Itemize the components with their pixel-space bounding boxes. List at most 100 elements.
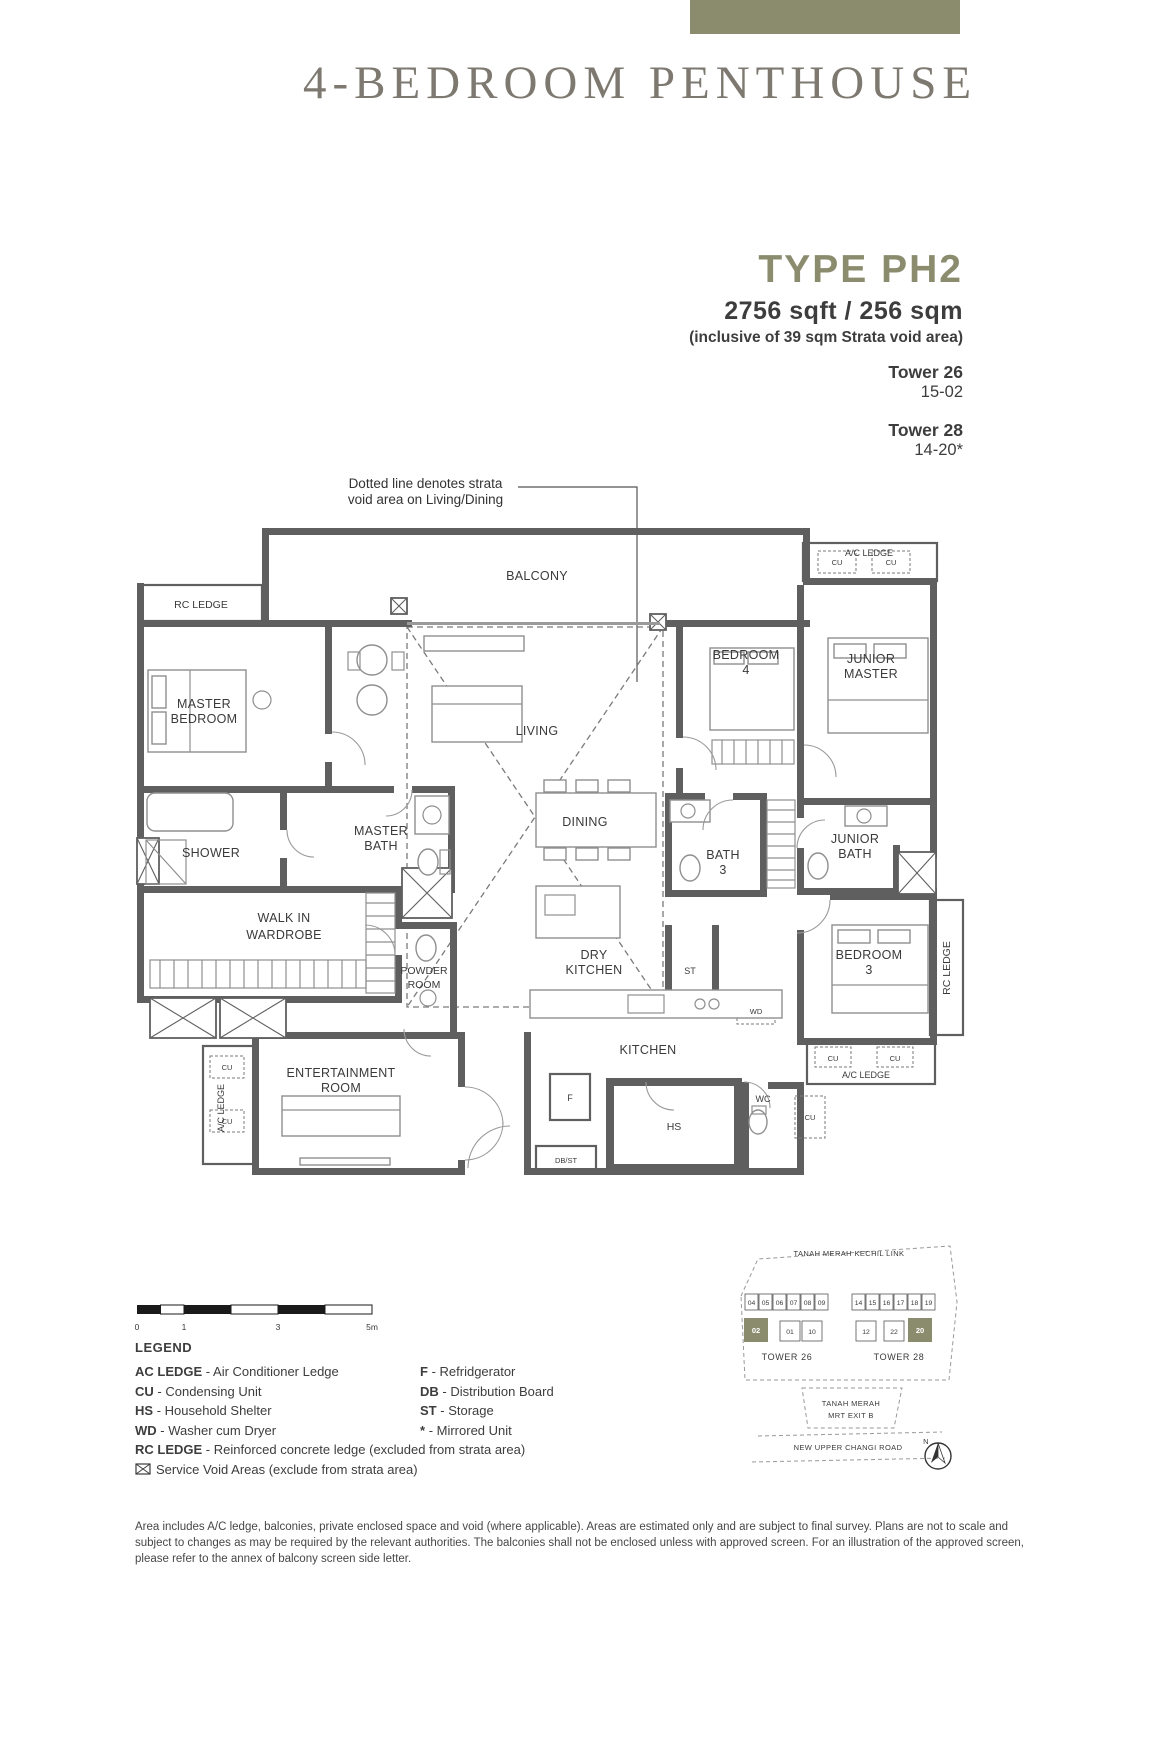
label-cu-1: CU (832, 558, 843, 567)
tower28-units: 14 15 16 17 18 19 12 22 20 TOWER 28 (851, 1293, 936, 1362)
label-junior-master-1: JUNIOR (847, 652, 895, 666)
label-shower: SHOWER (182, 846, 240, 860)
label-bath3-1: BATH (706, 848, 740, 862)
unit-05: 05 (762, 1300, 770, 1307)
unit-01: 01 (786, 1329, 794, 1336)
label-bedroom3-1: BEDROOM (836, 948, 903, 962)
equipment-dashed-boxes (209, 550, 914, 1139)
legend-abbr: AC LEDGE (135, 1364, 203, 1379)
label-kitchen: KITCHEN (620, 1043, 677, 1057)
legend-abbr: DB (420, 1383, 439, 1399)
legend-item-db: DB - Distribution Board (420, 1384, 720, 1404)
label-dry-kitchen-1: DRY (580, 948, 607, 962)
unit-22: 22 (890, 1329, 898, 1336)
label-bedroom3-2: 3 (865, 963, 872, 977)
label-living: LIVING (516, 724, 559, 738)
site-map: TANAH MERAH KECHIL LINK 04 05 06 07 08 0… (740, 1245, 958, 1470)
legend-column-right: F - Refridgerator DB - Distribution Boar… (420, 1364, 720, 1442)
legend-abbr: F (420, 1364, 428, 1379)
legend-item-rc-ledge: RC LEDGE - Reinforced concrete ledge (ex… (135, 1442, 755, 1462)
label-cu-5: CU (222, 1063, 233, 1072)
unit-14: 14 (855, 1300, 863, 1307)
walls (137, 528, 937, 1175)
legend-desc: - Household Shelter (156, 1403, 272, 1418)
tower2-unit: 14-20* (914, 441, 963, 459)
service-void-icon (135, 1462, 151, 1475)
label-cu-4: CU (890, 1054, 901, 1063)
strata-void-annotation: Dotted line denotes strata void area on … (333, 476, 518, 508)
unit-18: 18 (911, 1300, 919, 1307)
legend-abbr: * (420, 1422, 426, 1438)
label-walk-in-wardrobe-2: WARDROBE (246, 928, 322, 942)
legend-title: LEGEND (135, 1340, 193, 1355)
label-dry-kitchen-2: KITCHEN (566, 963, 623, 977)
service-void-boxes (136, 597, 937, 1039)
legend-desc: - Condensing Unit (157, 1383, 262, 1399)
unit-16: 16 (883, 1300, 891, 1307)
site-boundary (740, 1245, 958, 1463)
label-bedroom4-1: BEDROOM (713, 648, 780, 662)
page-title: 4-BEDROOM PENTHOUSE (302, 57, 978, 109)
legend-desc: - Storage (440, 1403, 494, 1418)
north-arrow: N (923, 1437, 952, 1470)
legend-item-wd: WD - Washer cum Dryer (135, 1423, 755, 1443)
legend: LEGEND AC LEDGE - Air Conditioner Ledge … (135, 1340, 755, 1477)
disclaimer-text: Area includes A/C ledge, balconies, priv… (135, 1521, 1025, 1565)
scale-tick-0: 0 (135, 1322, 140, 1332)
scale-bar: 0 1 3 5m (135, 1304, 378, 1332)
unit-type-block: TYPE PH2 2756 sqft / 256 sqm (inclusive … (689, 248, 963, 347)
unit-12: 12 (862, 1329, 870, 1336)
label-rc-ledge-top: RC LEDGE (174, 599, 228, 611)
label-hs: HS (667, 1121, 682, 1133)
label-dining: DINING (562, 815, 608, 829)
legend-column-left: AC LEDGE - Air Conditioner Ledge CU - Co… (135, 1364, 755, 1481)
unit-15: 15 (869, 1300, 877, 1307)
label-cu-7: CU (805, 1113, 816, 1122)
legend-abbr: HS (135, 1403, 154, 1418)
label-master-bath-2: BATH (364, 839, 398, 853)
label-bedroom4-2: 4 (742, 663, 749, 677)
label-junior-master-2: MASTER (844, 667, 898, 681)
unit-04: 04 (748, 1300, 756, 1307)
legend-item-ac-ledge: AC LEDGE - Air Conditioner Ledge (135, 1364, 755, 1384)
road-label-bottom: NEW UPPER CHANGI ROAD (794, 1443, 903, 1452)
tower26-units: 04 05 06 07 08 09 02 01 10 TOWER 26 (744, 1293, 829, 1362)
ledge-outlines (138, 541, 965, 1174)
door-swings (286, 731, 837, 1169)
label-rc-ledge-right: RC LEDGE (941, 941, 953, 995)
label-cu-6: CU (222, 1117, 233, 1126)
legend-desc: - Refridgerator (431, 1364, 516, 1379)
unit-08: 08 (804, 1300, 812, 1307)
unit-06: 06 (776, 1300, 784, 1307)
label-cu-2: CU (886, 558, 897, 567)
label-wd: WD (750, 1007, 763, 1016)
label-db-st: DB/ST (555, 1156, 578, 1165)
legend-abbr: ST (420, 1403, 437, 1418)
legend-item-service-void: Service Void Areas (exclude from strata … (135, 1462, 755, 1482)
unit-10: 10 (808, 1329, 816, 1336)
annotation-line2: void area on Living/Dining (347, 492, 504, 508)
tower1-unit: 15-02 (920, 383, 963, 401)
floorplan-drawing: BALCONY RC LEDGE A/C LEDGE CU CU MASTER … (136, 486, 965, 1175)
label-st: ST (684, 966, 696, 976)
unit-19: 19 (925, 1300, 933, 1307)
label-wc: WC (756, 1094, 771, 1104)
legend-desc: - Distribution Board (442, 1383, 554, 1399)
unit-09: 09 (818, 1300, 826, 1307)
legend-desc: - Washer cum Dryer (160, 1422, 277, 1438)
annotation-leader-line (518, 486, 638, 682)
annotation-line1: Dotted line denotes strata (348, 476, 503, 491)
road-label-top: TANAH MERAH KECHIL LINK (794, 1249, 905, 1258)
unit-area: 2756 sqft / 256 sqm (724, 297, 963, 325)
legend-desc: Service Void Areas (exclude from strata … (156, 1461, 418, 1477)
scale-tick-1: 1 (182, 1322, 187, 1332)
tower28-label: TOWER 28 (874, 1352, 925, 1362)
unit-20: 20 (916, 1326, 924, 1335)
label-powder-2: ROOM (408, 979, 441, 991)
unit-20-highlight (908, 1318, 932, 1342)
balcony-sliding-door (407, 622, 660, 625)
scale-bar-segments (137, 1304, 373, 1315)
mrt-label-2: MRT EXIT B (828, 1411, 874, 1420)
legend-desc: - Air Conditioner Ledge (205, 1364, 339, 1379)
